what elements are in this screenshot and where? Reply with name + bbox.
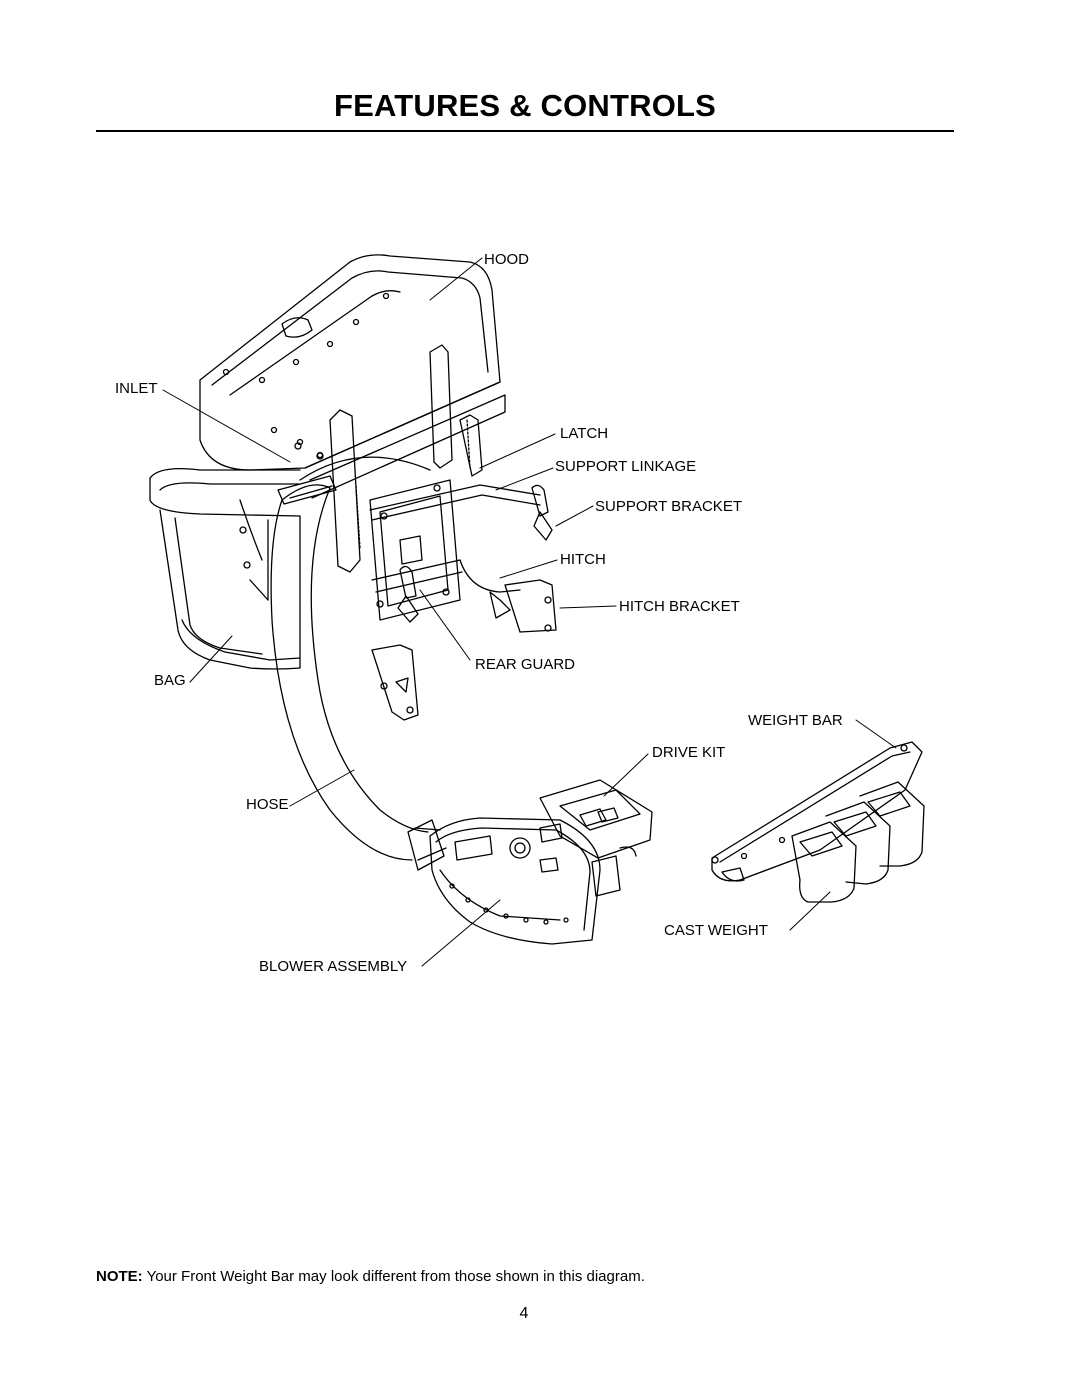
label-rear-guard: REAR GUARD bbox=[475, 656, 576, 673]
page-number: 4 bbox=[519, 1305, 529, 1322]
support-assembly-drawing bbox=[294, 344, 557, 721]
label-hose: HOSE bbox=[246, 796, 289, 813]
page-title: FEATURES & CONTROLS bbox=[333, 88, 717, 123]
leader-inlet bbox=[162, 389, 291, 463]
leader-rear-guard bbox=[419, 589, 471, 661]
leader-latch bbox=[479, 433, 556, 469]
label-hitch-bracket: HITCH BRACKET bbox=[619, 598, 740, 615]
footnote-label: NOTE: bbox=[96, 1268, 143, 1285]
leader-hitch-bracket bbox=[559, 605, 617, 609]
label-hood: HOOD bbox=[484, 251, 529, 268]
label-support-bracket: SUPPORT BRACKET bbox=[595, 498, 742, 515]
label-blower-assembly: BLOWER ASSEMBLY bbox=[259, 958, 408, 975]
leader-bag bbox=[189, 635, 233, 683]
label-inlet: INLET bbox=[115, 380, 158, 397]
label-hitch: HITCH bbox=[560, 551, 606, 568]
leader-weight-bar bbox=[855, 719, 897, 749]
hose-drawing bbox=[270, 475, 447, 871]
leader-hood bbox=[429, 257, 483, 301]
leader-lines bbox=[162, 257, 897, 967]
label-latch: LATCH bbox=[560, 425, 609, 442]
title-divider bbox=[96, 130, 954, 132]
blower-drawing bbox=[429, 779, 653, 945]
leader-support-linkage bbox=[495, 467, 554, 491]
label-support-linkage: SUPPORT LINKAGE bbox=[555, 458, 697, 475]
footnote-text: Your Front Weight Bar may look different… bbox=[142, 1268, 645, 1285]
label-drive-kit: DRIVE KIT bbox=[652, 744, 726, 761]
leader-blower-assembly bbox=[421, 899, 501, 967]
bag-hood-drawing bbox=[149, 254, 506, 670]
weight-bar-drawing bbox=[711, 741, 925, 903]
leader-hose bbox=[289, 769, 355, 807]
label-weight-bar: WEIGHT BAR bbox=[748, 712, 843, 729]
footnote: NOTE: Your Front Weight Bar may look dif… bbox=[96, 1268, 645, 1285]
label-bag: BAG bbox=[154, 672, 186, 689]
leader-support-bracket bbox=[555, 505, 594, 527]
leader-drive-kit bbox=[603, 753, 649, 797]
leader-cast-weight bbox=[789, 891, 831, 931]
leader-hitch bbox=[499, 559, 558, 579]
label-cast-weight: CAST WEIGHT bbox=[664, 922, 768, 939]
